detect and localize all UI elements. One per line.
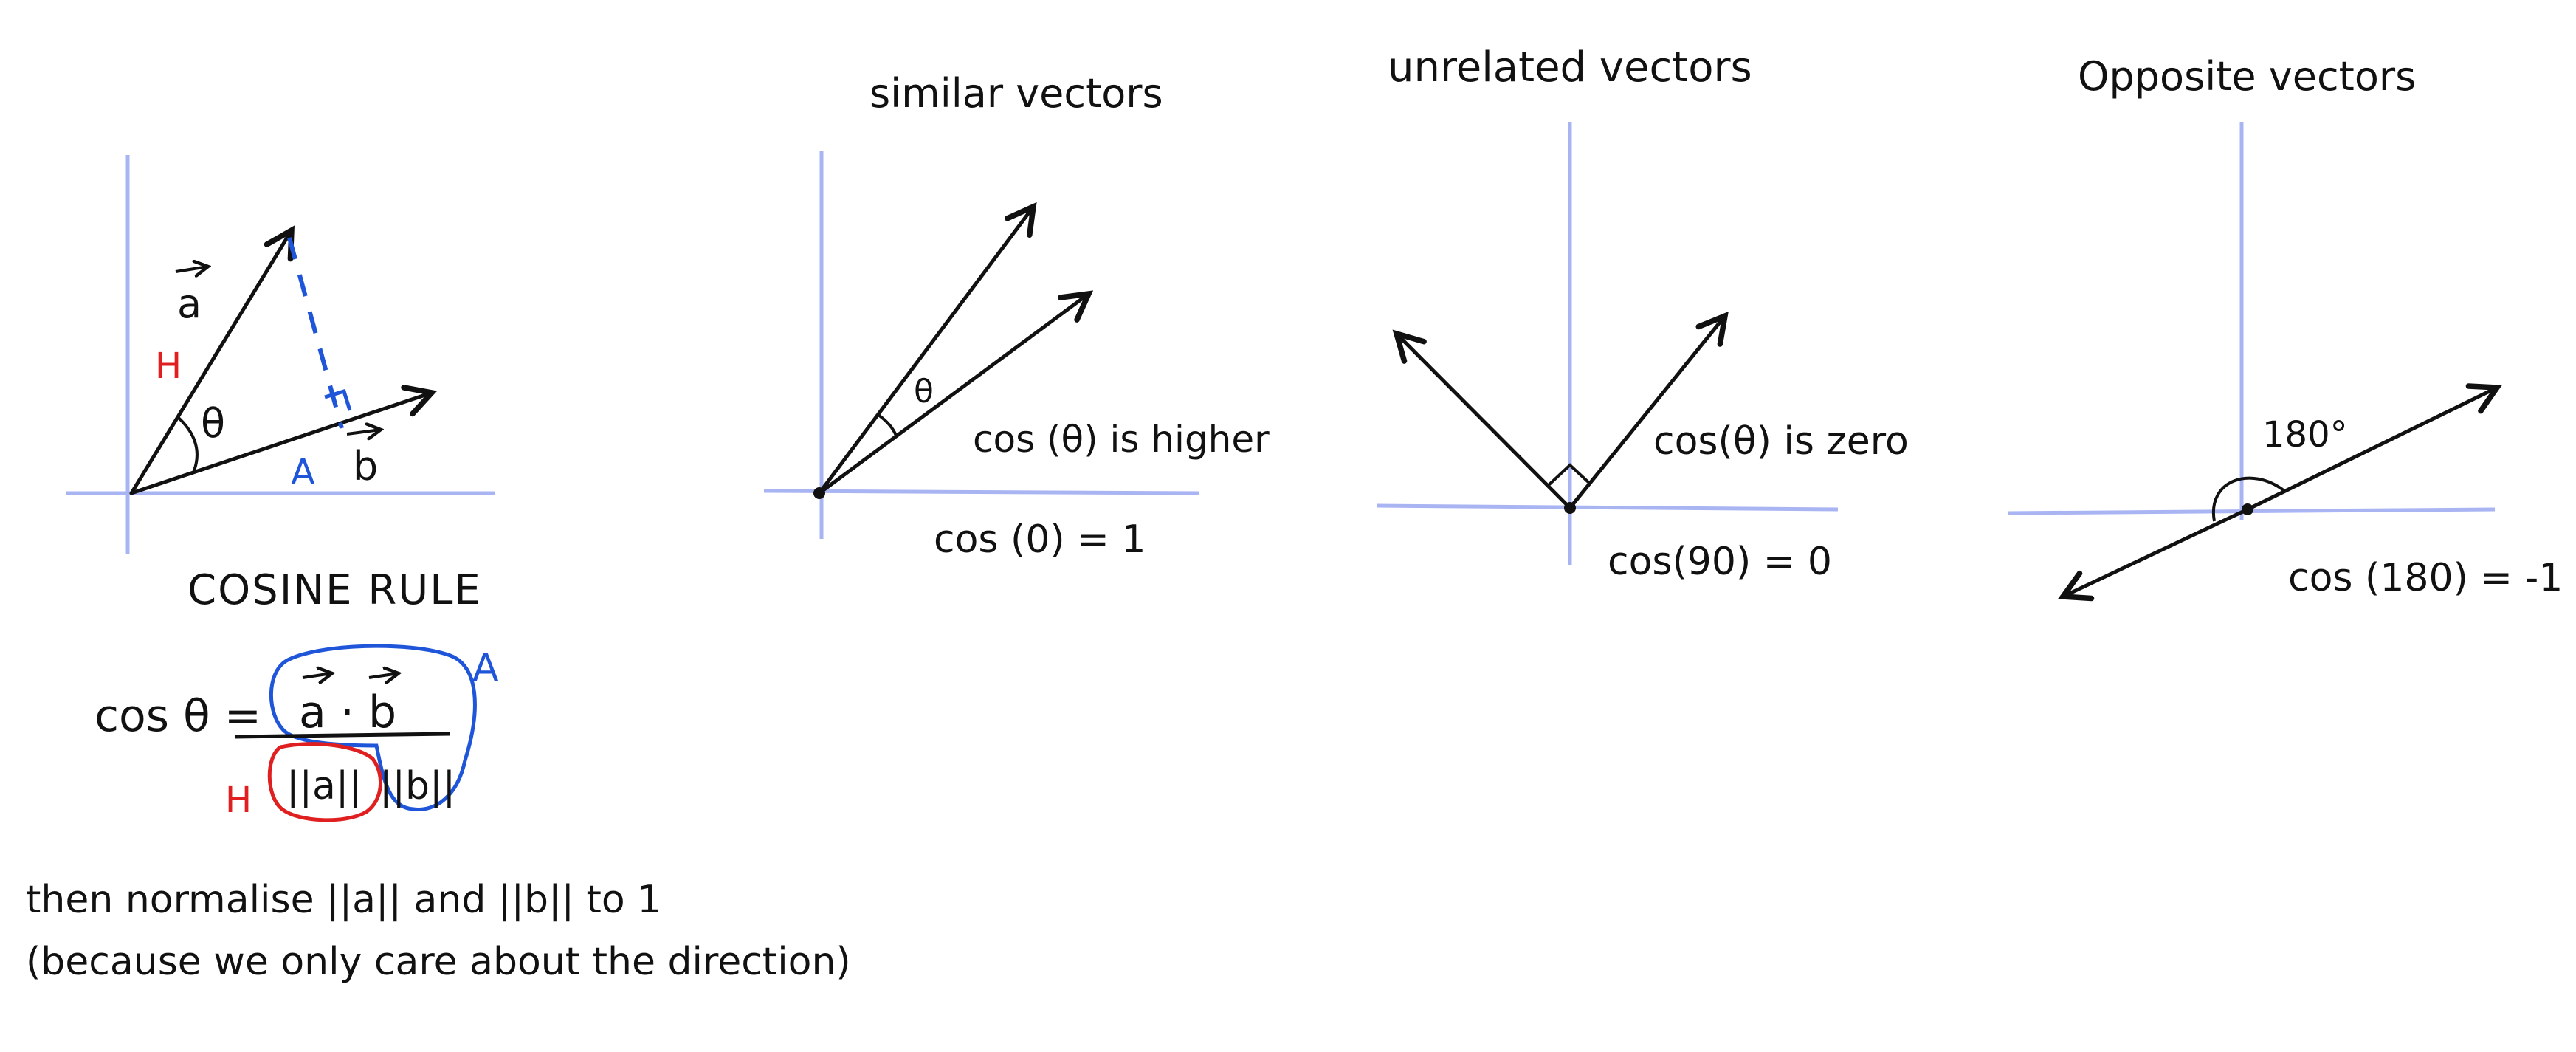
vector-lower [817,294,1089,495]
origin-point [2242,503,2253,515]
origin-point [813,487,825,499]
hypotenuse-label: H [155,345,182,387]
vector-b-label: b [353,443,378,489]
unrelated-note: cos(θ) is zero [1653,419,1909,464]
vector-arrow-icon [302,673,332,678]
similar-note: cos (θ) is higher [973,418,1270,461]
vector-lower-left [2063,507,2250,597]
angle-theta-label: θ [201,400,225,447]
x-axis [1376,503,1839,512]
triangle-panel: a b H A θ [66,155,495,554]
cosine-rule-title: COSINE RULE [187,566,482,614]
right-angle-marker [1546,463,1591,487]
adjacent-label: A [291,452,315,493]
projection-line [287,237,344,429]
note-line-1: then normalise ||a|| and ||b|| to 1 [26,878,661,922]
similar-title: similar vectors [869,70,1163,117]
fraction-bar [234,732,451,739]
unrelated-vectors-panel: unrelated vectors cos(θ) is zero cos(90)… [1376,44,1909,584]
vector-left [1397,334,1572,510]
denominator-a: ||a|| [286,764,362,808]
vector-upper [817,207,1033,495]
angle-arc [2211,476,2286,522]
similar-formula: cos (0) = 1 [934,518,1146,562]
angle-theta-label: θ [914,373,934,410]
vector-arrow-icon [175,267,208,272]
angle-180-label: 180° [2262,414,2348,455]
cosine-rule: COSINE RULE cos θ = a · b ||a|| ||b|| A … [94,566,499,822]
origin-point [1564,502,1576,514]
normalise-note: then normalise ||a|| and ||b|| to 1 (bec… [26,878,851,984]
numerator: a · b [299,687,396,738]
vector-upper-right [2245,388,2497,512]
x-axis [763,489,1200,495]
right-angle-marker [324,388,352,411]
cosine-label-h: H [225,780,252,821]
vector-b [129,393,432,495]
cosine-lhs: cos θ = [94,690,261,742]
similar-vectors-panel: similar vectors θ cos (θ) is higher cos … [763,70,1270,562]
numerator-circle [269,644,477,811]
denominator-a-circle [267,742,383,822]
cosine-label-a: A [472,646,499,690]
angle-arc [177,416,199,473]
opposite-title: Opposite vectors [2078,53,2416,100]
opposite-formula: cos (180) = -1 [2288,556,2563,600]
vector-right [1568,316,1725,510]
angle-arc [877,413,898,436]
unrelated-formula: cos(90) = 0 [1608,540,1832,584]
vector-arrow-icon [346,430,381,434]
vector-a-label: a [177,281,202,327]
vector-a [129,230,292,495]
unrelated-title: unrelated vectors [1388,44,1752,92]
denominator-b: ||b|| [379,764,455,808]
vector-arrow-icon [368,673,399,678]
opposite-vectors-panel: Opposite vectors 180° cos (180) = -1 [2007,53,2563,600]
note-line-2: (because we only care about the directio… [26,940,851,984]
